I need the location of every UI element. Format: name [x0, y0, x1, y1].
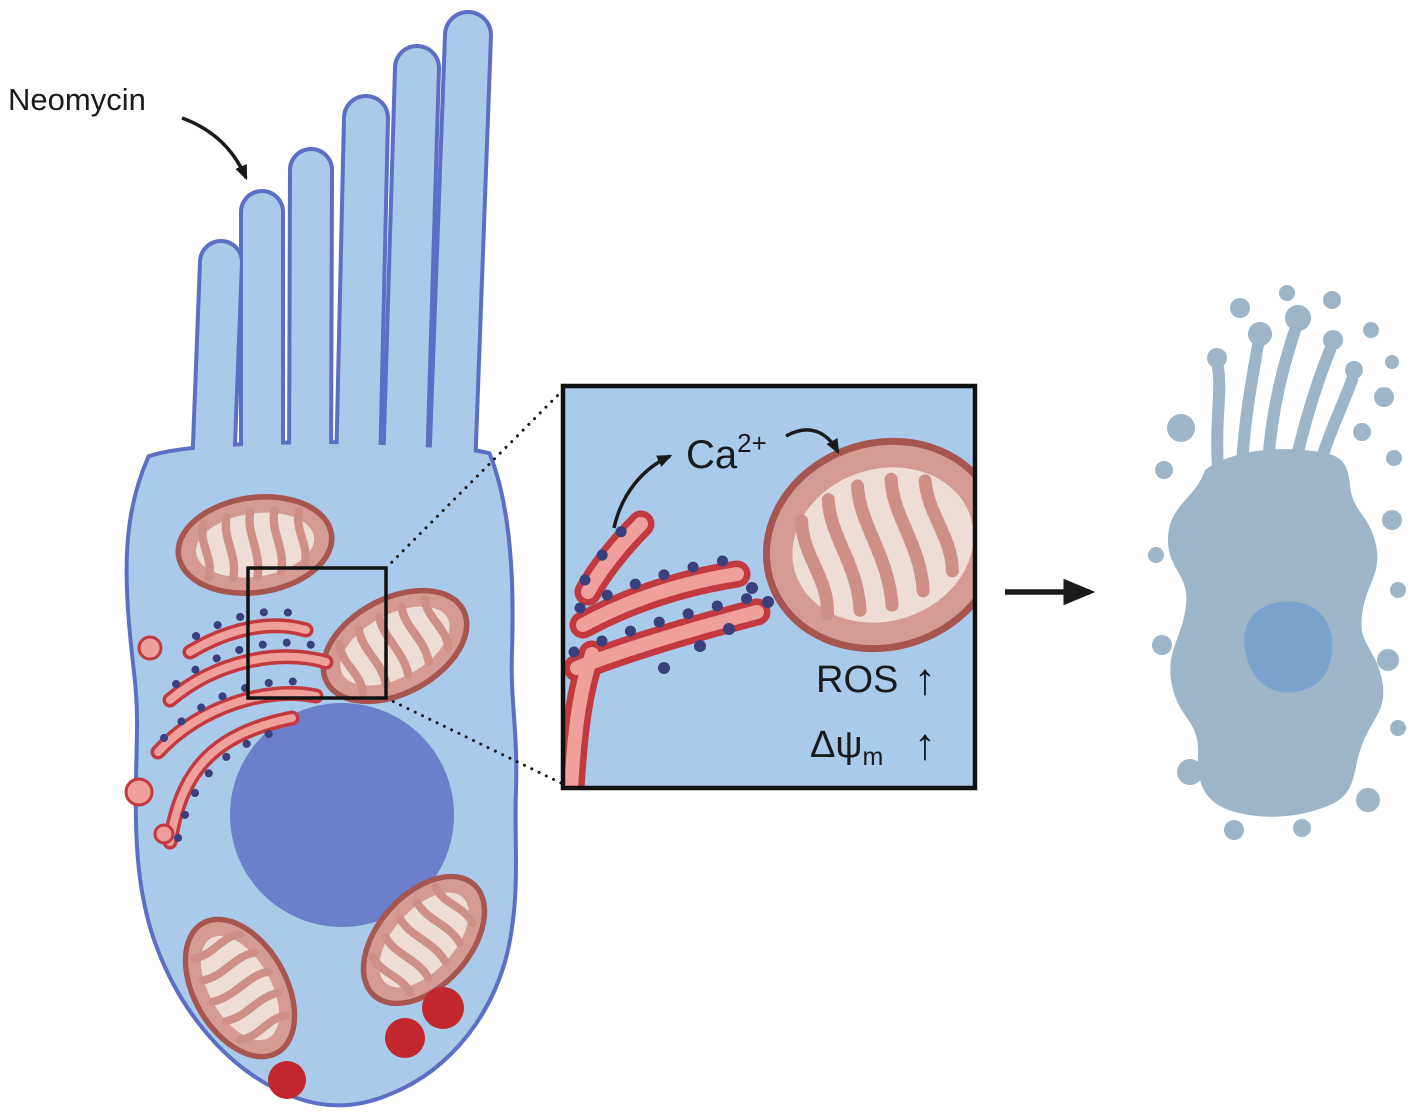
dying-nucleus [1244, 601, 1333, 693]
ribosome-dots [160, 607, 328, 842]
inset-ribosome-dots [568, 507, 764, 658]
dying-stereocilia-strands [1211, 324, 1358, 476]
inset-border [560, 383, 978, 791]
inset-er [563, 507, 774, 788]
inset-mito-cristae [795, 472, 959, 621]
red-granule [422, 987, 464, 1029]
ca-label: Ca2+ [686, 428, 767, 477]
dying-cell [1148, 285, 1406, 840]
dying-cell-side-blebs [1148, 510, 1406, 840]
er-vesicles [124, 635, 175, 845]
ros-label: ROS [816, 659, 898, 701]
ros-up-arrow-icon: ↑ [914, 655, 936, 704]
delta-psi-label: Δψm [810, 724, 883, 771]
red-granules [268, 987, 464, 1099]
neomycin-arrow [181, 116, 248, 181]
ca-uptake-arrow [785, 428, 840, 455]
dying-stereocilia-blebs [1155, 285, 1402, 479]
connector-line [384, 388, 565, 570]
red-granule [268, 1061, 306, 1099]
inset-mitochondrion [762, 437, 975, 653]
inset-content [563, 437, 975, 788]
inset-ribosome-singles [658, 582, 774, 674]
nucleus [230, 703, 454, 927]
red-granule [385, 1018, 425, 1058]
zoom-connectors [384, 388, 565, 786]
hair-cell [124, 10, 519, 1108]
neomycin-label: Neomycin [8, 82, 146, 117]
inset-er-lumen [564, 517, 764, 788]
connector-line [384, 696, 565, 786]
zoom-rect [246, 566, 388, 700]
psi-up-arrow-icon: ↑ [914, 720, 936, 769]
ca-release-arrow [612, 454, 673, 529]
